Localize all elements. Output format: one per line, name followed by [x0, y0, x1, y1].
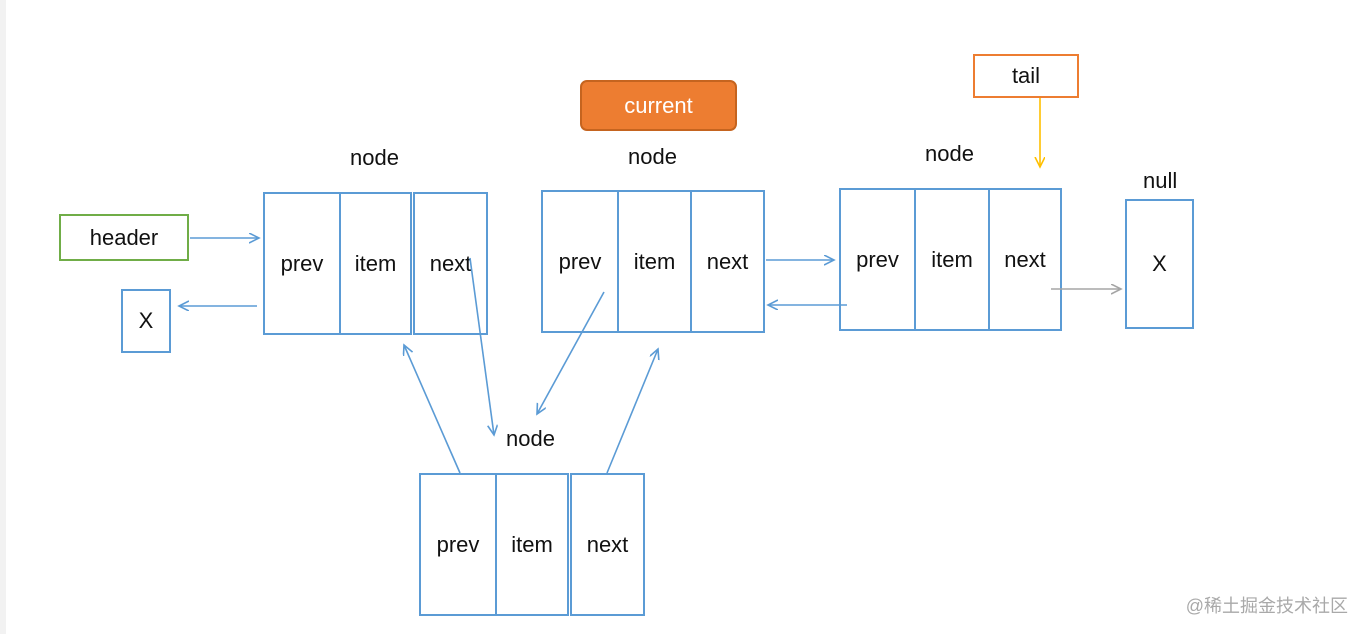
new-node-next-cell: next	[570, 473, 645, 616]
current-pointer-label: current	[580, 80, 737, 131]
node-3: prev item next	[839, 188, 1062, 331]
left-terminal-box: X	[121, 289, 171, 353]
node-3-item-cell: item	[914, 188, 990, 331]
node-3-title: node	[925, 141, 974, 166]
node-1-item-cell: item	[339, 192, 412, 335]
node-2-prev-cell: prev	[541, 190, 619, 333]
node-1: prev item next	[263, 192, 488, 335]
null-title: null	[1143, 168, 1178, 193]
header-pointer-label: header	[59, 214, 189, 261]
new-node-item-cell: item	[495, 473, 569, 616]
new-node-next-to-node-2-arrow	[606, 349, 658, 474]
node-1-next-cell: next	[413, 192, 488, 335]
new-node: prev item next	[419, 473, 645, 616]
right-terminal-box: X	[1125, 199, 1194, 329]
left-edge-strip	[0, 0, 6, 634]
node-1-prev-cell: prev	[263, 192, 341, 335]
new-node-prev-cell: prev	[419, 473, 497, 616]
node-2: prev item next	[541, 190, 765, 333]
node-1-title: node	[350, 145, 399, 170]
node-3-prev-cell: prev	[839, 188, 916, 331]
node-2-next-cell: next	[690, 190, 765, 333]
node-2-title: node	[628, 144, 677, 169]
new-node-title: node	[506, 426, 555, 451]
node-3-next-cell: next	[988, 188, 1062, 331]
watermark-text: @稀土掘金技术社区	[1185, 596, 1348, 616]
new-node-prev-to-node-1-arrow	[404, 345, 461, 474]
tail-pointer-label: tail	[973, 54, 1079, 98]
node-2-item-cell: item	[617, 190, 692, 333]
